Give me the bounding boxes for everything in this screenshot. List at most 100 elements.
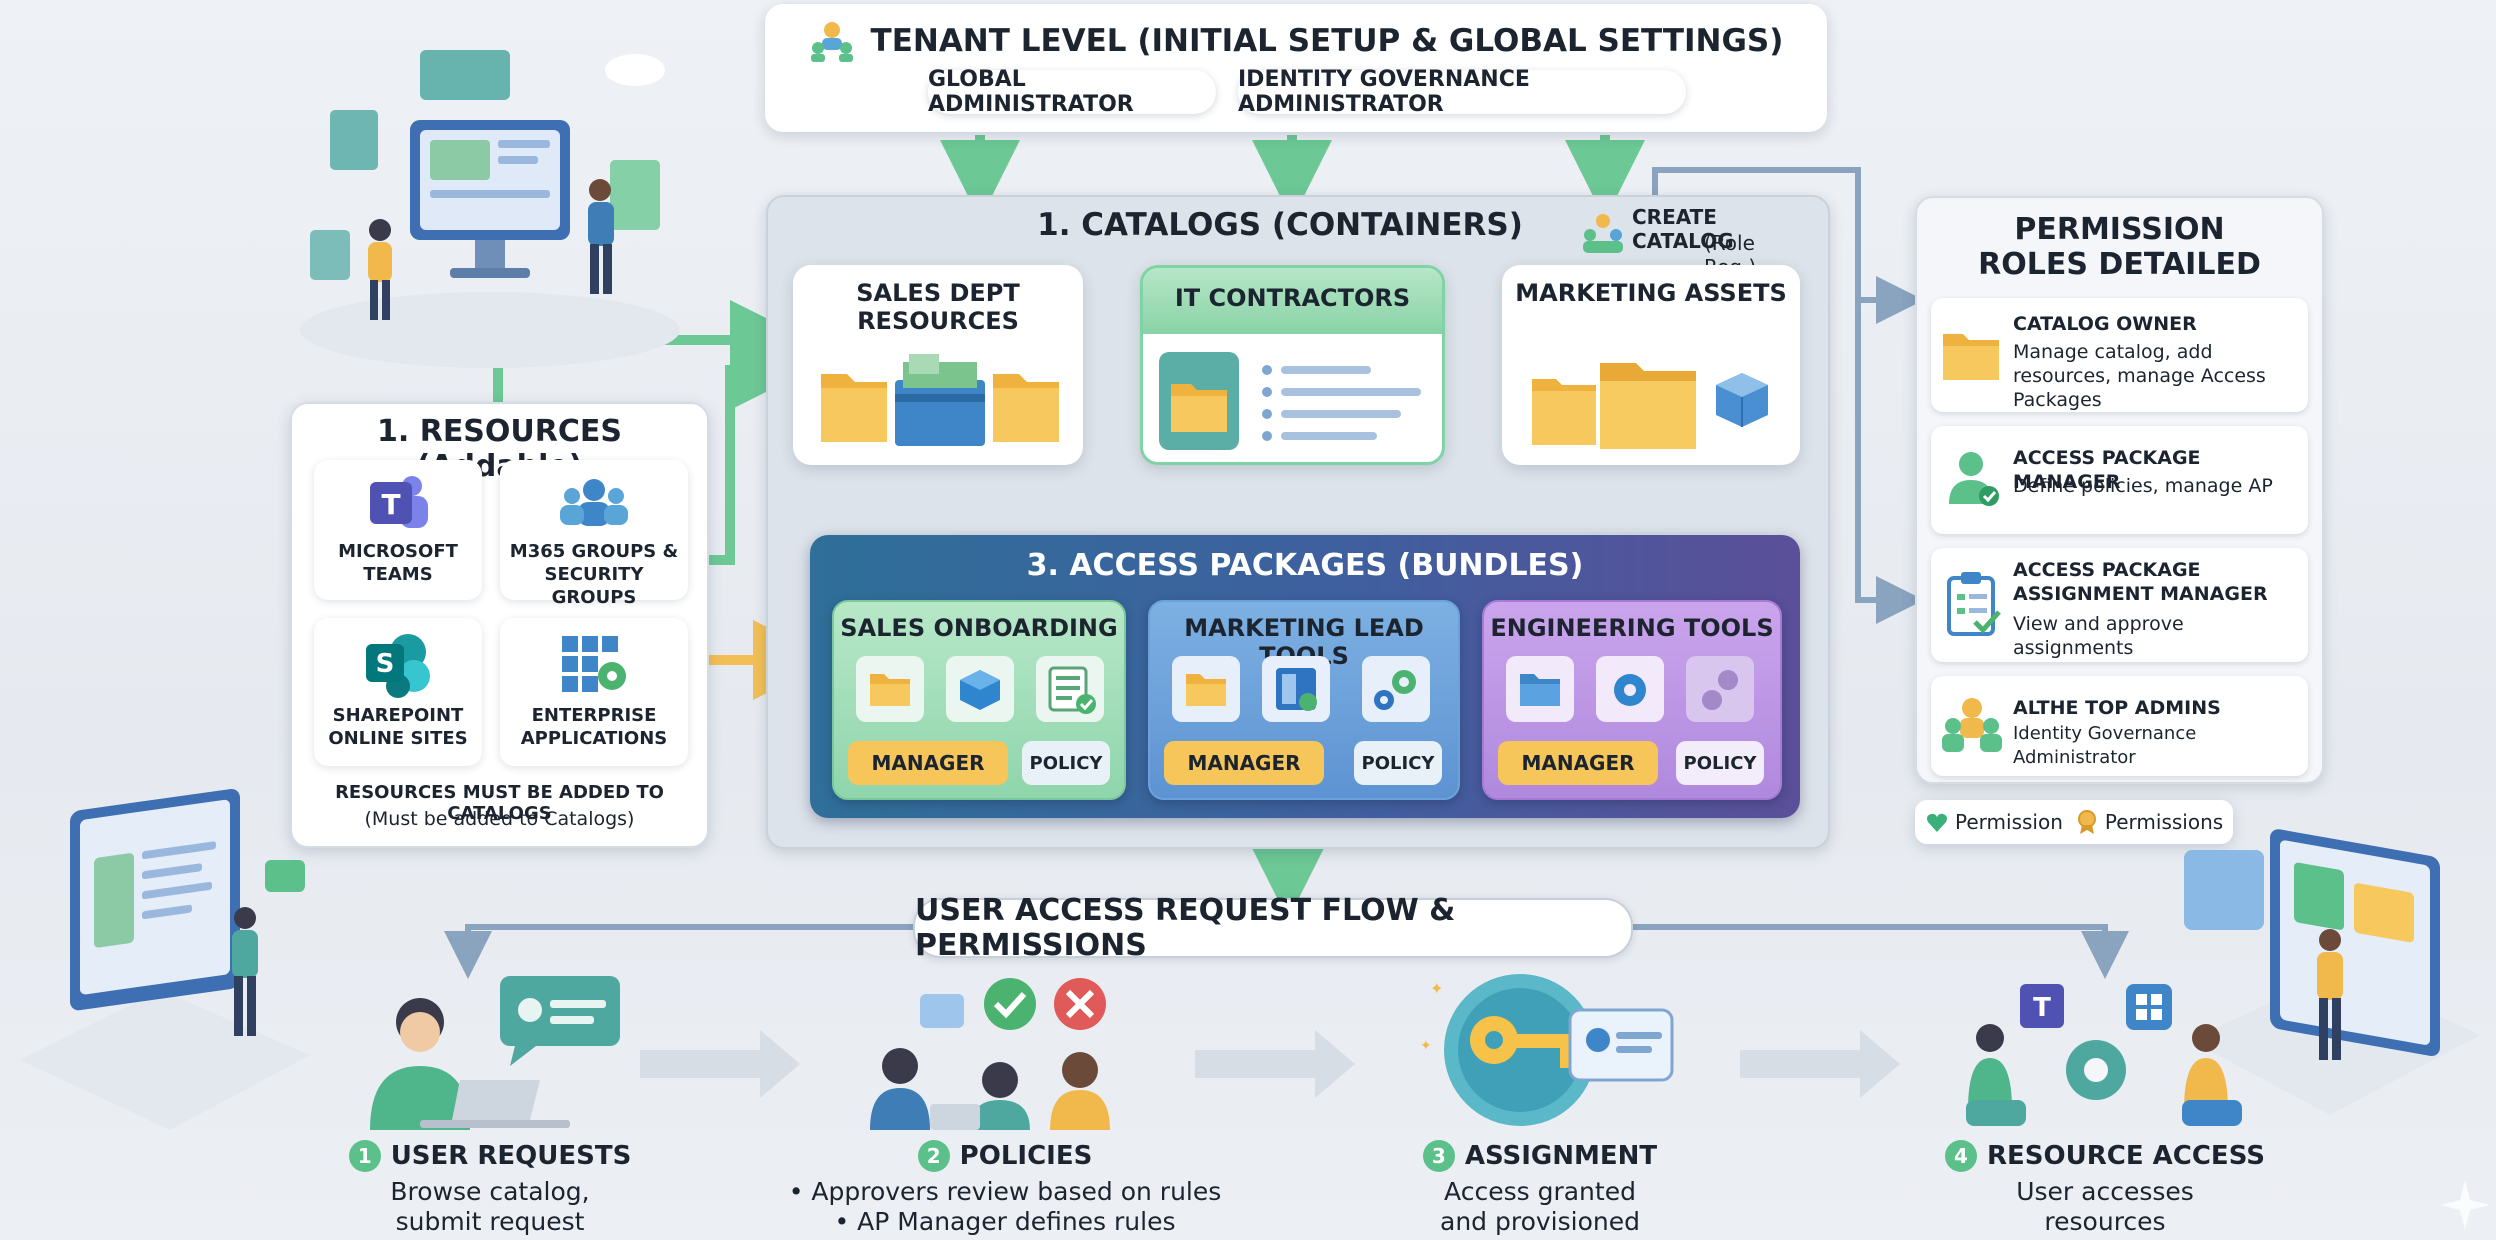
step-heading: 2 POLICIES	[770, 1140, 1240, 1172]
catalog-card-title: MARKETING ASSETS	[1515, 279, 1787, 307]
package-manager-button[interactable]: MANAGER	[1164, 741, 1324, 785]
resource-access-icon: T	[1966, 984, 2242, 1126]
legend-label: Permissions	[2104, 810, 2224, 834]
package-resource-icons	[1172, 656, 1430, 722]
role-top-admins: ALTHE TOP ADMINS Identity Governance Adm…	[1931, 676, 2308, 776]
roles-legend: Permission Permissions	[1915, 800, 2233, 844]
approvers-icon	[870, 978, 1110, 1130]
step-number: 3	[1422, 1140, 1455, 1172]
step-description-line: Access granted	[1444, 1177, 1636, 1206]
role-access-package-manager: ACCESS PACKAGE MANAGER Define policies, …	[1931, 426, 2308, 534]
flow-title-pill: USER ACCESS REQUEST FLOW & PERMISSIONS	[913, 893, 1633, 963]
step-description-line: resources	[2044, 1207, 2166, 1236]
step-number: 2	[917, 1140, 950, 1172]
catalog-card-sales[interactable]: SALES DEPT RESOURCES	[793, 265, 1083, 465]
folders-cube-icon	[1532, 363, 1768, 449]
package-sales-onboarding[interactable]: SALES ONBOARDING MANAGER POLICY	[832, 600, 1126, 800]
resources-note-sub: (Must be added to Catalogs)	[364, 808, 635, 830]
resources-panel: 1. RESOURCES (Addable) T MICROSOFT TEAMS…	[290, 402, 709, 848]
flow-title: USER ACCESS REQUEST FLOW & PERMISSIONS	[915, 893, 1456, 963]
tenant-level-panel: TENANT LEVEL (INITIAL SETUP & GLOBAL SET…	[765, 4, 1827, 132]
sharepoint-icon: S	[366, 634, 430, 698]
legend-label: Permission	[1955, 810, 2063, 834]
role-description: Manage catalog, add resources, manage Ac…	[2013, 341, 2266, 411]
step-heading: 1 USER REQUESTS	[300, 1140, 680, 1172]
heart-shield-icon	[1927, 813, 1947, 832]
key-badge-icon: ✦✦	[1420, 974, 1674, 1126]
role-title: ACCESS PACKAGE ASSIGNMENT MANAGER	[2013, 559, 2268, 605]
role-title: CATALOG OWNER	[2013, 313, 2197, 335]
user-computer-illustration	[20, 788, 310, 1130]
tenant-title: TENANT LEVEL (INITIAL SETUP & GLOBAL SET…	[870, 23, 1784, 59]
svg-text:T: T	[381, 488, 400, 521]
role-label: IDENTITY GOVERNANCE ADMINISTRATOR	[1238, 67, 1530, 117]
flow-step-resource-access: T 4 RESOURCE ACCESS User accesses resour…	[1930, 970, 2280, 1240]
catalog-card-header	[1143, 268, 1442, 334]
step-description-line: • Approvers review based on rules	[788, 1177, 1222, 1206]
step-description-line: submit request	[395, 1207, 585, 1236]
catalogs-title: 1. CATALOGS (CONTAINERS)	[1037, 207, 1523, 243]
flow-step-assignment: ✦✦ 3 ASSIGNMENT Access granted and provi…	[1360, 970, 1720, 1240]
user-dashboard-illustration	[2184, 829, 2480, 1115]
package-policy-button[interactable]: POLICY	[1676, 741, 1764, 785]
catalog-card-title: IT CONTRACTORS	[1174, 284, 1411, 312]
step-heading: 3 ASSIGNMENT	[1360, 1140, 1720, 1172]
resources-note: RESOURCES MUST BE ADDED TO CATALOGS	[335, 782, 664, 824]
folder-list-icon	[1159, 352, 1421, 450]
role-catalog-owner: CATALOG OWNER Manage catalog, add resour…	[1931, 298, 2308, 412]
package-policy-button[interactable]: POLICY	[1022, 741, 1110, 785]
user-laptop-icon	[370, 976, 620, 1130]
catalog-card-marketing[interactable]: MARKETING ASSETS	[1502, 265, 1800, 465]
step-description-line: and provisioned	[1440, 1207, 1640, 1236]
svg-text:S: S	[376, 649, 395, 679]
svg-text:T: T	[2033, 993, 2051, 1023]
resource-microsoft-teams[interactable]: T MICROSOFT TEAMS	[314, 460, 482, 600]
step-number: 1	[348, 1140, 381, 1172]
resource-label: ENTERPRISE APPLICATIONS	[520, 705, 668, 749]
package-resource-icons	[856, 656, 1104, 722]
resource-label: M365 GROUPS & SECURITY GROUPS	[509, 541, 679, 608]
package-engineering-tools[interactable]: ENGINEERING TOOLS MANAGER POLICY	[1482, 600, 1782, 800]
global-administrator-badge: GLOBAL ADMINISTRATOR	[928, 67, 1216, 117]
roles-panel-title: PERMISSION ROLES DETAILED	[1978, 212, 2261, 282]
admins-group-icon	[1942, 698, 2002, 752]
flow-step-user-requests: 1 USER REQUESTS Browse catalog, submit r…	[300, 970, 680, 1240]
step-heading: 4 RESOURCE ACCESS	[1930, 1140, 2280, 1172]
admin-group-icon	[810, 22, 853, 62]
package-title: MARKETING LEAD TOOLS	[1184, 614, 1424, 670]
resource-m365-groups[interactable]: M365 GROUPS & SECURITY GROUPS	[500, 460, 688, 608]
step-description-line: • AP Manager defines rules	[834, 1207, 1176, 1236]
package-marketing-lead-tools[interactable]: MARKETING LEAD TOOLS MANAGER POLICY	[1148, 600, 1460, 800]
apps-grid-icon	[562, 636, 626, 692]
package-policy-button[interactable]: POLICY	[1354, 741, 1442, 785]
package-manager-button[interactable]: MANAGER	[848, 741, 1008, 785]
step-title: POLICIES	[959, 1141, 1093, 1171]
folder-icon	[1943, 334, 1999, 380]
package-resource-icons	[1506, 656, 1754, 722]
step-title: RESOURCE ACCESS	[1987, 1141, 2265, 1171]
step-title: ASSIGNMENT	[1464, 1141, 1658, 1171]
create-catalog-label: CREATE CATALOG	[1632, 205, 1734, 253]
step-description-line: User accesses	[2016, 1177, 2194, 1206]
permission-roles-panel: PERMISSION ROLES DETAILED CATALOG OWNER …	[1915, 196, 2324, 784]
step-description-line: Browse catalog,	[390, 1177, 590, 1206]
role-description: View and approve assignments	[2013, 613, 2184, 659]
role-title: ACCESS PACKAGE MANAGER	[2013, 447, 2201, 493]
resource-enterprise-apps[interactable]: ENTERPRISE APPLICATIONS	[500, 618, 688, 766]
role-assignment-manager: ACCESS PACKAGE ASSIGNMENT MANAGER View a…	[1931, 548, 2308, 662]
resource-label: SHAREPOINT ONLINE SITES	[328, 705, 468, 749]
groups-icon	[560, 479, 628, 526]
svg-text:✦: ✦	[1420, 1038, 1432, 1054]
teams-icon: T	[370, 476, 428, 528]
person-check-icon	[1949, 452, 1999, 506]
people-icon	[1583, 214, 1623, 253]
catalog-card-it-contractors[interactable]: IT CONTRACTORS	[1140, 265, 1445, 465]
clipboard-check-icon	[1947, 572, 2001, 636]
resource-sharepoint-sites[interactable]: S SHAREPOINT ONLINE SITES	[314, 618, 482, 766]
package-manager-button[interactable]: MANAGER	[1498, 741, 1658, 785]
access-packages-title: 3. ACCESS PACKAGES (BUNDLES)	[1026, 548, 1584, 583]
flow-step-policies: 2 POLICIES • Approvers review based on r…	[770, 970, 1240, 1240]
package-title: ENGINEERING TOOLS	[1490, 614, 1774, 642]
sparkle-icon	[2440, 1180, 2490, 1230]
badge-icon	[2077, 810, 2096, 834]
